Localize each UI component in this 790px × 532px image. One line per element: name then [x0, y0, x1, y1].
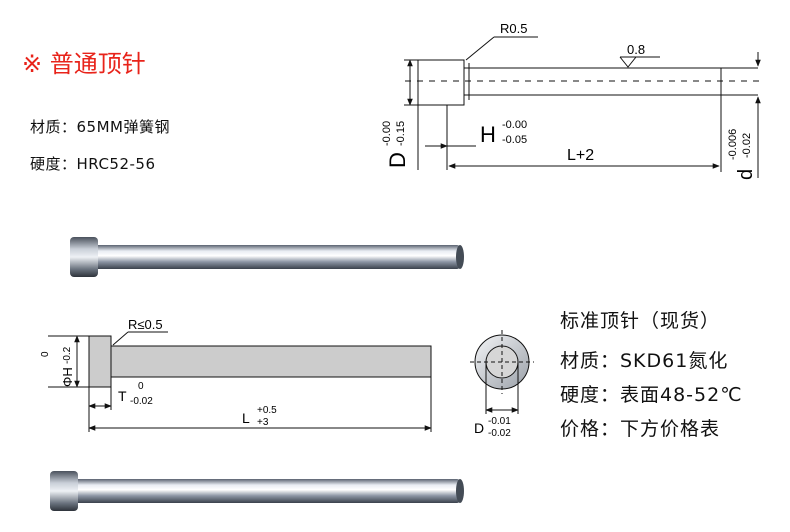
- pin-head-outline: [417, 59, 465, 106]
- T-tol-lower: -0.02: [130, 396, 153, 407]
- phiH-tol-lower: -0.2: [62, 346, 73, 364]
- T-label: T: [118, 388, 127, 404]
- mid-L-tol-lower: +3: [257, 417, 269, 428]
- radius-leader: [465, 36, 495, 61]
- H-tol-upper: -0.00: [502, 119, 527, 131]
- standard-pin-title: 标准顶针（现货）: [560, 310, 721, 332]
- end-D-label: D: [474, 420, 484, 436]
- roughness-label: 0.8: [627, 42, 645, 57]
- standard-price: 价格：下方价格表: [560, 418, 721, 440]
- material-spec: 材质：65MM弹簧钢: [30, 118, 170, 136]
- hardness-spec: 硬度：HRC52-56: [30, 155, 156, 173]
- top-pin-drawing: R0.5 0.8 D -0.00 -0.15 H -0.00 -0.05 L+2…: [381, 21, 762, 180]
- mid-pin-drawing: R≤0.5 ΦH 0 -0.2 T 0 -0.02 L +0.5 +3: [40, 317, 432, 432]
- D-tol-upper: -0.00: [381, 121, 393, 146]
- phiH-tol-upper: 0: [40, 351, 51, 357]
- end-view-drawing: D -0.01 -0.02: [470, 330, 534, 439]
- standard-material: 材质：SKD61氮化: [560, 350, 729, 372]
- end-D-tol-lower: -0.02: [488, 428, 511, 439]
- pin-photo-top: [70, 237, 464, 277]
- standard-hardness: 硬度：表面48-52℃: [560, 384, 743, 406]
- mid-L-label: L: [242, 410, 250, 426]
- H-label: H: [480, 122, 496, 147]
- radius-label: R0.5: [500, 21, 527, 36]
- mid-radius-leader: [112, 331, 129, 346]
- D-label: D: [385, 152, 410, 168]
- d-tol-lower: -0.02: [741, 133, 753, 158]
- d-label: d: [735, 169, 757, 180]
- L-label: L+2: [567, 147, 594, 164]
- D-tol-lower: -0.15: [395, 121, 407, 146]
- page-title: ※ 普通顶针: [22, 50, 146, 78]
- d-tol-upper: -0.006: [727, 129, 739, 160]
- pin-photo-bottom: [50, 471, 464, 511]
- end-D-tol-upper: -0.01: [488, 416, 511, 427]
- mid-L-tol-upper: +0.5: [257, 405, 277, 416]
- phiH-label: ΦH: [60, 367, 75, 387]
- mid-radius-label: R≤0.5: [128, 317, 163, 332]
- T-tol-upper: 0: [138, 381, 144, 392]
- H-tol-lower: -0.05: [502, 134, 527, 146]
